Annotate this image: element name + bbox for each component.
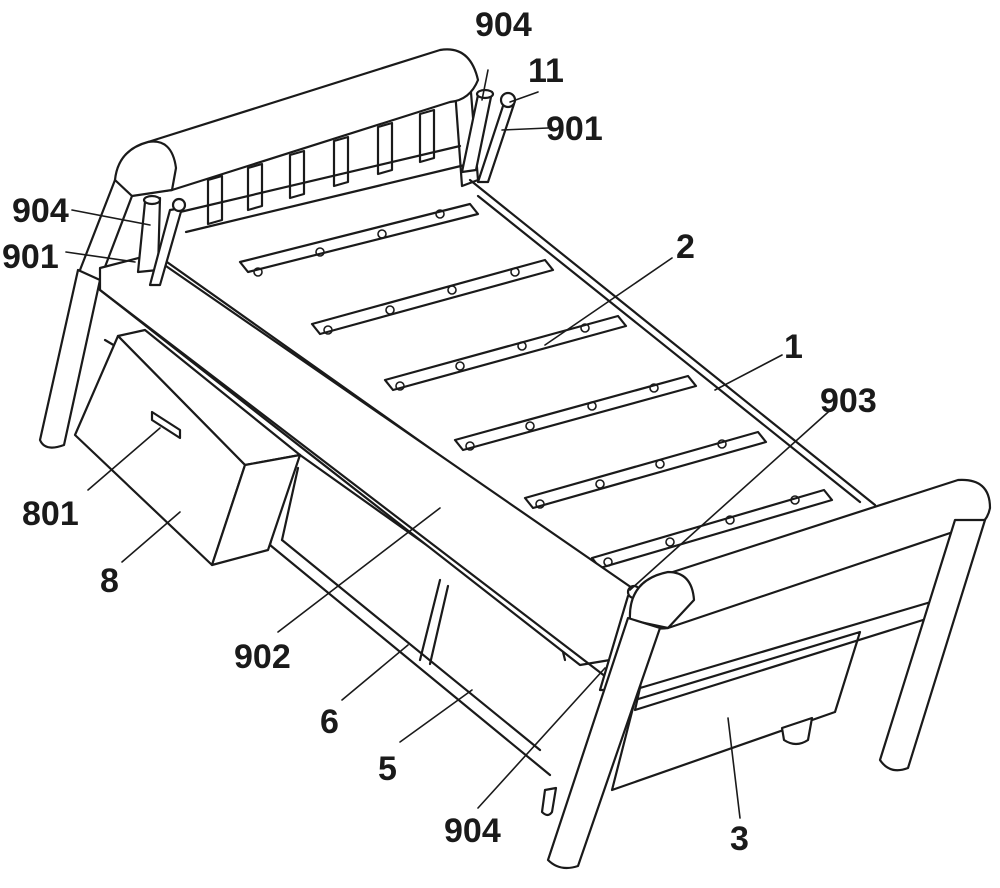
label-5: 5 [378,750,397,788]
bed-slats [238,202,834,570]
label-901-left: 901 [2,238,59,276]
label-904-left: 904 [12,192,69,230]
label-8: 8 [100,562,119,600]
front-left-leg [546,616,662,870]
drawer [73,328,302,567]
footboard [540,478,992,870]
part-labels: 904 11 901 904 901 2 1 903 801 8 902 6 5… [2,6,877,858]
leader-lines [65,69,837,819]
headboard [38,48,480,449]
label-801: 801 [22,495,79,533]
label-3: 3 [730,820,749,858]
label-903: 903 [820,382,877,420]
footboard-lower-box [610,630,862,792]
label-6: 6 [320,703,339,741]
label-902: 902 [234,638,291,676]
label-901-right: 901 [546,110,603,148]
label-904-bottom: 904 [444,812,501,850]
slat-bolts [253,209,800,567]
label-2: 2 [676,228,695,266]
label-904-top: 904 [475,6,532,44]
back-left-leg [38,268,102,449]
drawer-handle [150,410,182,440]
label-1: 1 [784,328,803,366]
label-11: 11 [528,52,564,90]
front-right-leg [878,518,987,772]
drawer-side [210,453,302,567]
footboard-left-elbow [628,570,696,630]
headboard-left-elbow [113,140,178,198]
